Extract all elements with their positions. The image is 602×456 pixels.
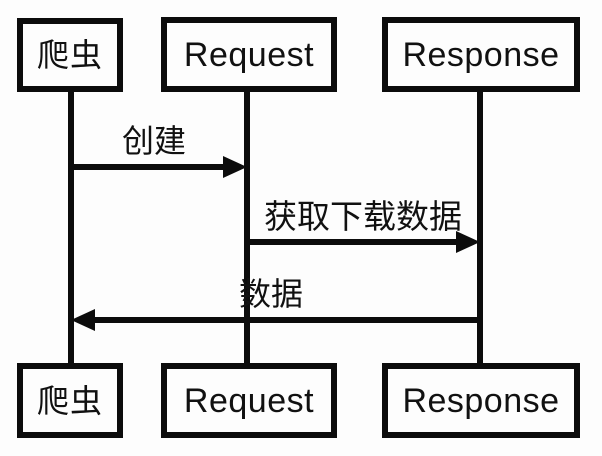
participant-label-crawler-bottom: 爬虫: [36, 381, 103, 420]
participant-label-request-top: Request: [183, 35, 315, 74]
arrowhead-right-icon-fetch-download-data: [456, 231, 480, 253]
participant-box-crawler-bottom[interactable]: 爬虫: [17, 363, 123, 438]
message-label-data: 数据: [239, 275, 304, 313]
participant-box-request-top[interactable]: Request: [161, 17, 337, 92]
participant-box-request-bottom[interactable]: Request: [161, 363, 337, 438]
message-label-fetch-download-data: 获取下载数据: [264, 197, 462, 236]
participant-label-response-top: Response: [402, 35, 560, 74]
participant-box-response-bottom[interactable]: Response: [382, 363, 580, 438]
arrowhead-right-icon-create: [223, 156, 247, 178]
participant-label-request-bottom: Request: [183, 381, 315, 420]
participant-label-response-bottom: Response: [402, 381, 560, 420]
participant-box-crawler-top[interactable]: 爬虫: [17, 18, 123, 92]
participant-label-crawler-top: 爬虫: [36, 36, 103, 74]
participant-box-response-top[interactable]: Response: [382, 17, 580, 92]
message-label-create: 创建: [122, 122, 187, 160]
arrowhead-left-icon-data: [71, 309, 95, 331]
